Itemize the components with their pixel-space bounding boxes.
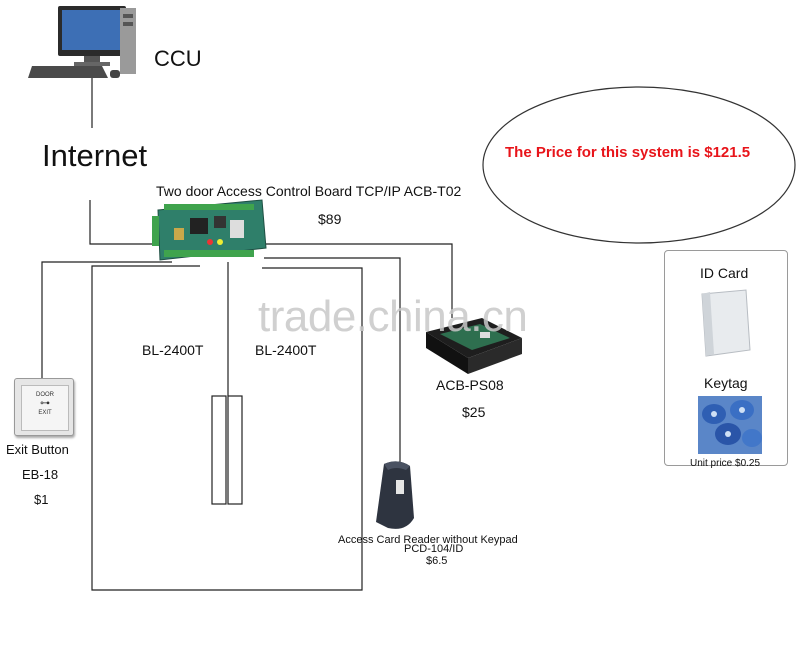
internet-label: Internet [42,138,148,173]
exit-plate-bottom: EXIT [38,410,52,416]
system-price-text: The Price for this system is $121.5 [505,144,751,161]
ccu-label: CCU [154,46,202,71]
lock-right-label: BL-2400T [255,342,317,358]
edge-board-powersupply [260,243,453,318]
key-icon: ⊶ [40,398,50,409]
edge-board-exitbutton [41,261,172,378]
edge-board-lock-loop [91,265,363,591]
control-board-icon [152,199,267,261]
edge-internet-board [89,200,156,245]
power-supply-price: $25 [462,404,486,420]
id-card-label: ID Card [700,265,749,281]
exit-button-name: Exit Button [6,442,69,457]
watermark-text: trade.china.cn [258,292,528,341]
exit-plate-top: DOOR [36,392,54,398]
card-reader-price: $6.5 [426,555,448,567]
board-title: Two door Access Control Board TCP/IP ACB… [156,183,462,199]
card-reader-model: PCD-104/ID [404,543,464,555]
power-supply-model: ACB-PS08 [436,377,504,393]
power-supply-icon [426,318,522,374]
electric-lock-icon [211,395,243,505]
lock-left-label: BL-2400T [142,342,204,358]
computer-icon [28,6,136,78]
board-price: $89 [318,211,342,227]
keytag-label: Keytag [704,375,748,391]
keytag-icon [698,396,762,454]
edge-board-reader [264,257,401,468]
exit-button-price: $1 [34,492,49,507]
exit-button-model: EB-18 [22,467,59,482]
card-reader-icon [376,461,414,529]
exit-button-icon: DOOR ⊶ EXIT [14,378,74,436]
id-card-icon [701,289,751,357]
price-callout-ellipse [482,86,796,244]
card-reader-name: Access Card Reader without Keypad [338,534,518,546]
accessory-unit-price: Unit price $0.25 [690,458,761,469]
